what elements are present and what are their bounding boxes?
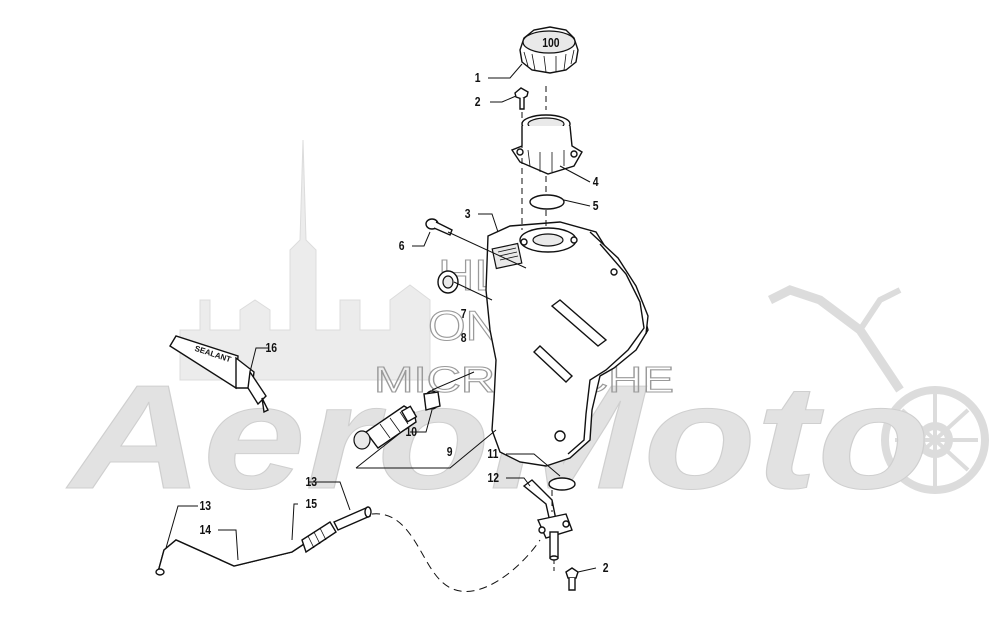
callout-15: 15 [305,497,317,511]
callout-2a: 2 [475,95,481,109]
callout-1: 1 [475,71,481,85]
fuel-tank [485,221,649,467]
fuel-line [155,506,541,592]
callout-8: 8 [461,331,467,345]
callout-2b: 2 [603,561,609,575]
callout-14: 14 [199,523,211,537]
leader-lines [165,63,597,574]
fuel-petcock [353,405,418,450]
callouts: 1 2 3 4 5 6 7 8 9 10 11 12 13 13 14 15 1… [199,71,608,575]
outlet-fitting [522,479,573,561]
callout-13a: 13 [199,499,211,513]
callout-7: 7 [461,307,467,321]
callout-13b: 13 [305,475,317,489]
callout-10: 10 [405,425,417,439]
motorcycle-watermark [767,285,989,494]
callout-3: 3 [465,207,471,221]
callout-9: 9 [447,445,453,459]
fuel-valve [423,390,441,411]
grommet [437,270,459,294]
sealant-tube: SEALANT [169,335,269,414]
parts-layer: 100 [155,26,649,592]
lower-o-ring [548,477,576,491]
callout-11: 11 [487,447,498,461]
screw-bottom [565,567,579,591]
callout-16: 16 [265,341,277,355]
o-ring [529,194,565,210]
callout-4: 4 [593,175,599,189]
svg-text:100: 100 [542,36,560,50]
callout-6: 6 [399,239,405,253]
screw-top [514,87,529,110]
callout-5: 5 [593,199,599,213]
filler-neck [510,114,583,175]
callout-12: 12 [487,471,499,485]
filler-cap: 100 [519,26,579,74]
cathedral-watermark [179,139,431,381]
screw-side [425,218,453,236]
